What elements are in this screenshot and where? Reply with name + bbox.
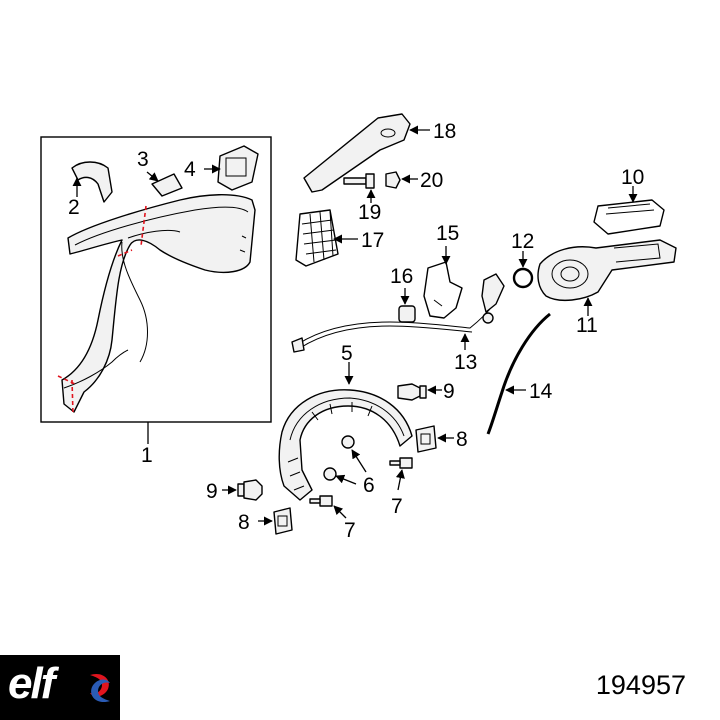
part-3-pad	[151, 173, 183, 197]
callout-9a: 9	[443, 380, 455, 403]
part-6-clip	[341, 435, 355, 449]
callout-8a: 8	[456, 428, 468, 451]
detail-box	[40, 136, 272, 423]
part-18-brace	[303, 113, 411, 193]
elf-logo: elf	[0, 655, 120, 720]
quarter-panel	[57, 194, 256, 415]
leader-line	[395, 469, 405, 491]
callout-13: 13	[454, 351, 477, 374]
leader-line	[146, 171, 159, 182]
callout-7b: 7	[344, 519, 356, 542]
part-14-hose	[486, 312, 551, 435]
leader-line	[351, 449, 367, 473]
callout-14: 14	[529, 380, 553, 403]
part-13-cable	[291, 273, 505, 353]
callout-6: 6	[363, 474, 375, 497]
cut-line	[71, 379, 74, 415]
part-9-push-pin	[397, 383, 427, 401]
callout-15: 15	[436, 222, 459, 245]
leader-line	[335, 474, 357, 485]
callout-8b: 8	[238, 511, 250, 534]
part-19-bolt	[343, 173, 375, 189]
part-8-clip	[273, 507, 293, 535]
part-11-filler-housing	[537, 239, 677, 302]
callout-17: 17	[361, 229, 384, 252]
cut-line	[117, 249, 133, 257]
part-15-housing	[423, 261, 463, 319]
part-16-bushing	[398, 305, 416, 323]
callout-3: 3	[137, 148, 149, 171]
callout-19: 19	[358, 201, 381, 224]
leader-line	[333, 505, 347, 519]
part-7-screw	[309, 495, 333, 507]
callout-4: 4	[184, 158, 196, 181]
callout-10: 10	[621, 166, 644, 189]
callout-11: 11	[576, 314, 598, 337]
part-7-screw	[389, 457, 413, 469]
callout-18: 18	[433, 120, 456, 143]
part-9-push-pin	[237, 479, 263, 501]
part-4-reinforcement	[217, 145, 259, 191]
part-10-fuel-door	[593, 199, 665, 235]
callout-16: 16	[390, 265, 413, 288]
part-12-seal	[512, 267, 534, 289]
part-17-grille	[295, 209, 339, 267]
callout-7a: 7	[391, 495, 403, 518]
callout-1: 1	[141, 444, 153, 467]
callout-2: 2	[68, 196, 80, 219]
part-2-bracket	[71, 161, 113, 203]
callout-5: 5	[341, 342, 353, 365]
callout-20: 20	[420, 169, 443, 192]
part-6-clip	[323, 467, 337, 481]
part-5-liner	[278, 389, 413, 501]
part-8-clip	[415, 425, 437, 453]
callout-9b: 9	[206, 480, 218, 503]
logo-wordmark: elf	[8, 659, 55, 708]
elf-swirl-icon	[90, 673, 110, 703]
part-number: 194957	[595, 670, 686, 700]
part-20-nut	[385, 171, 401, 189]
callout-12: 12	[511, 230, 534, 253]
